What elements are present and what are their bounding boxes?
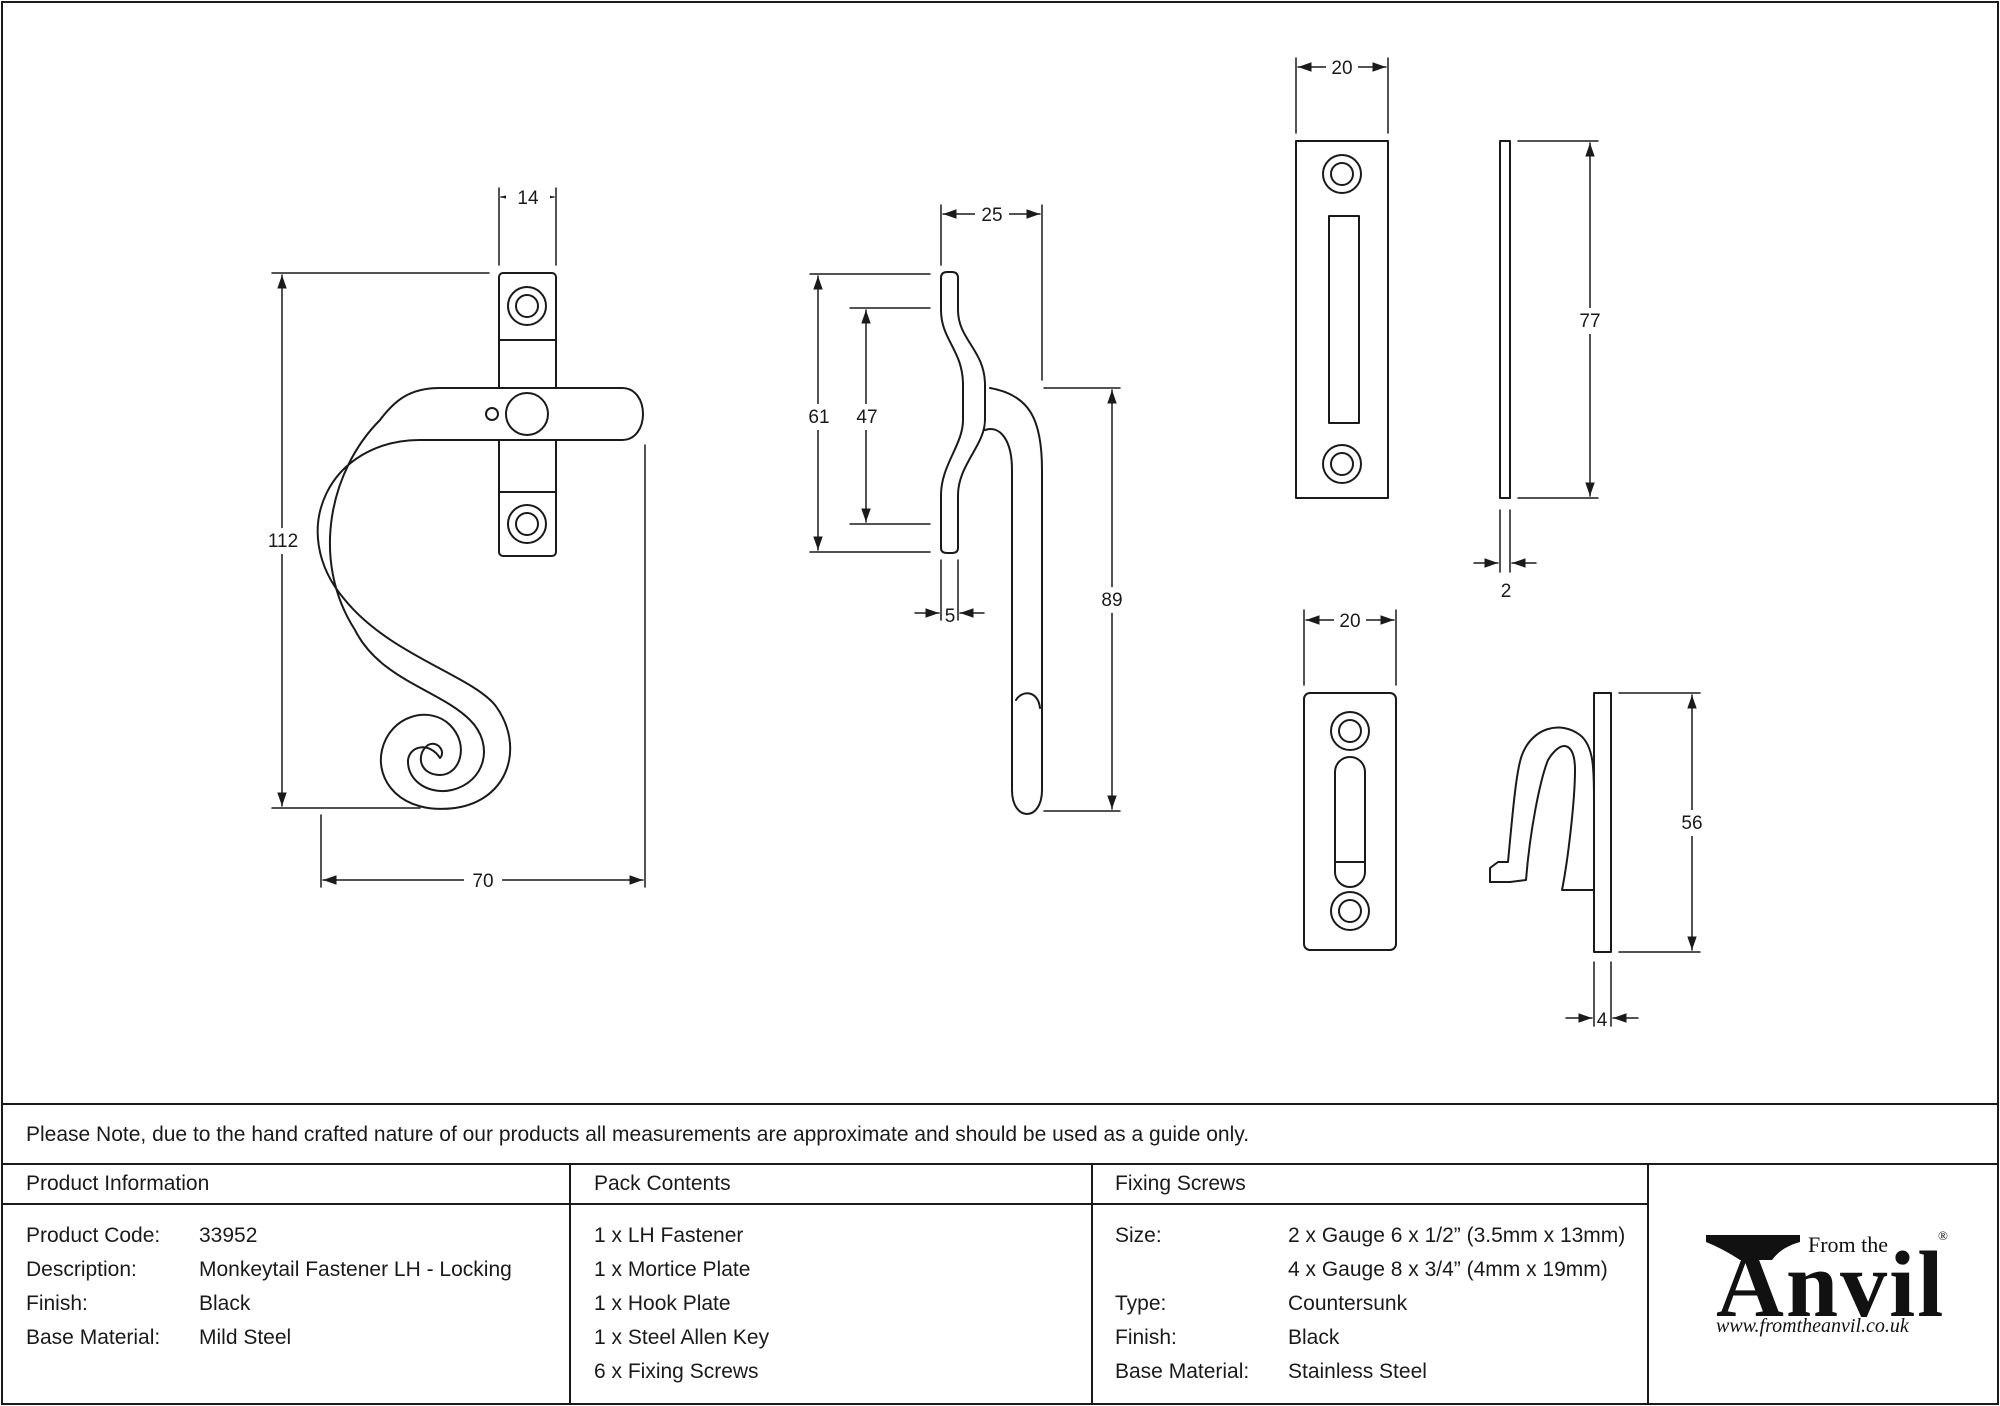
dim-mortice-width: 20 bbox=[1331, 58, 1352, 79]
dim-mortice-height: 77 bbox=[1579, 311, 1600, 332]
fixing-screws-value: 2 x Gauge 6 x 1/2” (3.5mm x 13mm) bbox=[1288, 1224, 1626, 1247]
table-header-border bbox=[2, 1163, 1998, 1165]
dim-fastener-height: 112 bbox=[268, 531, 298, 552]
logo-brand: Anvil bbox=[1716, 1233, 1946, 1337]
product-info-label: Base Material: bbox=[26, 1326, 161, 1349]
dim-fastener-total-width: 70 bbox=[472, 871, 493, 892]
dim-hook-thickness: 4 bbox=[1597, 1010, 1608, 1031]
disclaimer-note: Please Note, due to the hand crafted nat… bbox=[26, 1123, 1250, 1146]
mortice-plate-front bbox=[1295, 57, 1389, 499]
fixing-screws-label: Base Material: bbox=[1115, 1360, 1250, 1383]
dim-hook-width: 20 bbox=[1339, 611, 1360, 632]
pack-item: 1 x LH Fastener bbox=[594, 1224, 744, 1247]
pack-item: 1 x Mortice Plate bbox=[594, 1258, 751, 1281]
column-divider-1 bbox=[569, 1163, 571, 1404]
dim-fastener-front-width: 14 bbox=[517, 188, 539, 209]
product-info-value: 33952 bbox=[199, 1224, 258, 1247]
logo-url: www.fromtheanvil.co.uk bbox=[1716, 1315, 1909, 1337]
dim-fastener-inner-height: 47 bbox=[856, 407, 877, 428]
product-info-heading: Product Information bbox=[26, 1172, 210, 1195]
product-info-value: Mild Steel bbox=[199, 1326, 292, 1349]
fixing-screws-value: Black bbox=[1288, 1326, 1340, 1349]
fixing-screws-value: Countersunk bbox=[1288, 1292, 1408, 1315]
pack-item: 1 x Hook Plate bbox=[594, 1292, 731, 1315]
hook-plate-front bbox=[1303, 609, 1397, 951]
logo-registered-mark: ® bbox=[1938, 1228, 1948, 1243]
fixing-screws-value: 4 x Gauge 8 x 3/4” (4mm x 19mm) bbox=[1288, 1258, 1608, 1281]
fixing-screws-heading: Fixing Screws bbox=[1115, 1172, 1246, 1195]
anvil-logo-icon bbox=[1706, 1235, 1800, 1260]
column-divider-3 bbox=[1647, 1163, 1649, 1404]
product-info-value: Black bbox=[199, 1292, 251, 1315]
dim-fastener-plate-thickness: 5 bbox=[945, 606, 956, 627]
fixing-screws-value: Stainless Steel bbox=[1288, 1360, 1427, 1383]
fixing-screws-label: Finish: bbox=[1115, 1326, 1177, 1349]
logo-from-the: From the bbox=[1808, 1232, 1889, 1257]
product-info-value: Monkeytail Fastener LH - Locking bbox=[199, 1258, 512, 1281]
dim-fastener-arm-length: 89 bbox=[1101, 590, 1122, 611]
table-top-border bbox=[2, 1103, 1998, 1105]
fastener-side-view bbox=[809, 204, 1121, 815]
dim-hook-height: 56 bbox=[1681, 813, 1702, 834]
fastener-front-view bbox=[271, 187, 646, 888]
table-subheader-border bbox=[2, 1203, 1647, 1205]
dim-fastener-plate-height: 61 bbox=[808, 407, 829, 428]
product-info-label: Finish: bbox=[26, 1292, 88, 1315]
column-divider-2 bbox=[1091, 1163, 1093, 1404]
mortice-plate-side bbox=[1473, 140, 1599, 573]
hook-plate-side bbox=[1489, 692, 1701, 1027]
product-info-label: Description: bbox=[26, 1258, 137, 1281]
pack-item: 1 x Steel Allen Key bbox=[594, 1326, 770, 1349]
product-info-label: Product Code: bbox=[26, 1224, 161, 1247]
dim-fastener-side-depth: 25 bbox=[981, 205, 1002, 226]
pack-contents-heading: Pack Contents bbox=[594, 1172, 731, 1195]
pack-item: 6 x Fixing Screws bbox=[594, 1360, 759, 1383]
dim-mortice-thickness: 2 bbox=[1501, 581, 1512, 602]
fixing-screws-label: Type: bbox=[1115, 1292, 1167, 1315]
fixing-screws-label: Size: bbox=[1115, 1224, 1162, 1247]
